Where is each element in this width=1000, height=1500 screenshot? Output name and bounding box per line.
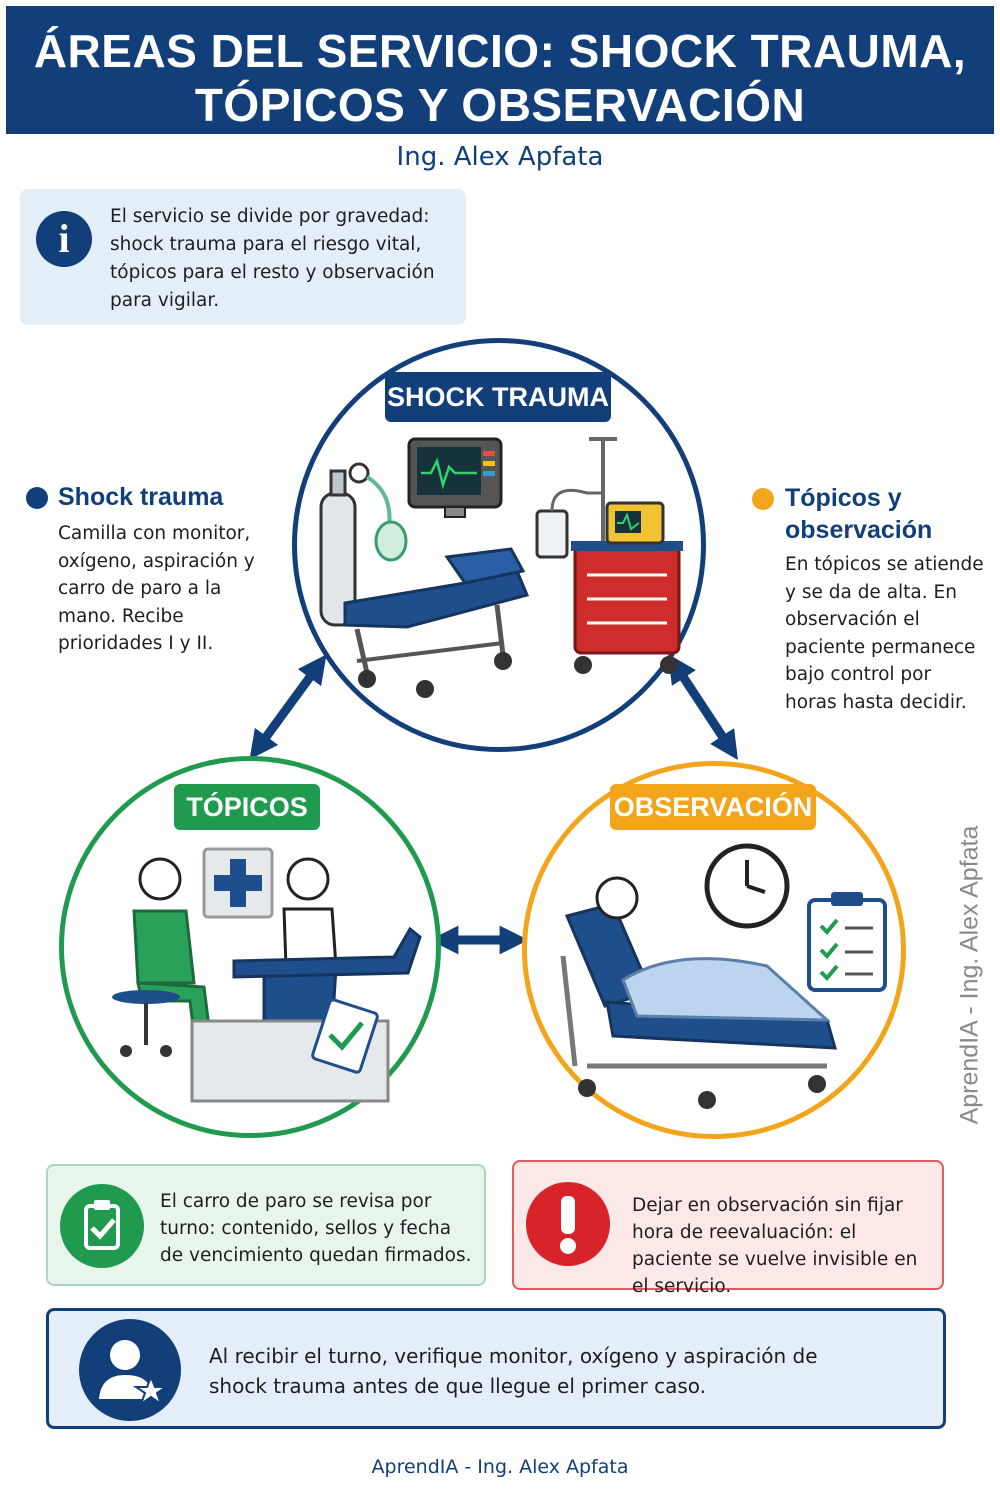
user-star-icon: [79, 1319, 181, 1421]
arrow-shock-topicos: [249, 654, 327, 760]
warning-note-box: Dejar en observación sin fijar hora de r…: [512, 1160, 944, 1297]
header-title-line1: ÁREAS DEL SERVICIO: SHOCK TRAUMA,: [33, 25, 967, 77]
vital-monitor-icon: [407, 437, 503, 518]
info-box: i El servicio se divide por gravedad: sh…: [20, 189, 466, 325]
author-name: Ing. Alex Apfata: [396, 142, 604, 172]
check-note-box: El carro de paro se revisa por turno: co…: [46, 1164, 486, 1286]
stretcher-icon: [343, 547, 530, 698]
crash-cart-icon: [571, 501, 683, 674]
topicos-panel-title-line1: Tópicos y: [785, 484, 902, 512]
header-title-line2: TÓPICOS Y OBSERVACIÓN: [194, 79, 806, 131]
topicos-circle: [59, 756, 441, 1138]
warning-note-text: Dejar en observación sin fijar hora de r…: [632, 1195, 918, 1297]
header-banner: ÁREAS DEL SERVICIO: SHOCK TRAUMA, TÓPICO…: [6, 6, 994, 134]
clock-icon: [704, 843, 790, 929]
observacion-illustration: [560, 843, 887, 1109]
observation-bed-icon: [560, 876, 838, 1109]
topicos-illustration: [112, 847, 422, 1103]
clipboard-checklist-icon: [807, 892, 887, 992]
info-icon: i: [36, 211, 92, 267]
info-text: El servicio se divide por gravedad: shoc…: [110, 206, 435, 311]
topicos-panel-text: En tópicos se atiende y se da de alta. E…: [785, 554, 984, 713]
watermark: AprendIA - Ing. Alex Apfata: [955, 825, 984, 1125]
oxygen-tank-icon: [319, 462, 408, 627]
footer-credit: AprendIA - Ing. Alex Apfata: [371, 1456, 629, 1478]
patient-figure-icon: [262, 857, 338, 1033]
check-note-text: El carro de paro se revisa por turno: co…: [160, 1191, 472, 1266]
doctor-figure-icon: [112, 857, 214, 1057]
topicos-bullet-dot: [752, 488, 774, 510]
shock-bullet-dot: [26, 487, 48, 509]
clipboard-check-icon: [311, 998, 379, 1074]
tip-note-box: Al recibir el turno, verifique monitor, …: [46, 1308, 946, 1429]
topicos-panel-title-line2: observación: [785, 516, 933, 544]
shock-panel-text: Camilla con monitor, oxígeno, aspiración…: [58, 523, 255, 654]
iv-pole-icon: [535, 437, 617, 559]
clipboard-check-note-icon: [60, 1184, 144, 1268]
shock-trauma-tag: SHOCK TRAUMA: [385, 372, 611, 422]
medical-cross-icon: [202, 847, 274, 919]
topicos-tag: TÓPICOS: [174, 784, 320, 830]
exclamation-icon: [526, 1182, 610, 1266]
shock-trauma-illustration: [319, 437, 683, 698]
arrow-shock-observacion: [668, 653, 738, 761]
tip-note-text: Al recibir el turno, verifique monitor, …: [209, 1344, 818, 1398]
observacion-tag: OBSERVACIÓN: [610, 784, 816, 830]
shock-panel-title: Shock trauma: [58, 483, 224, 511]
